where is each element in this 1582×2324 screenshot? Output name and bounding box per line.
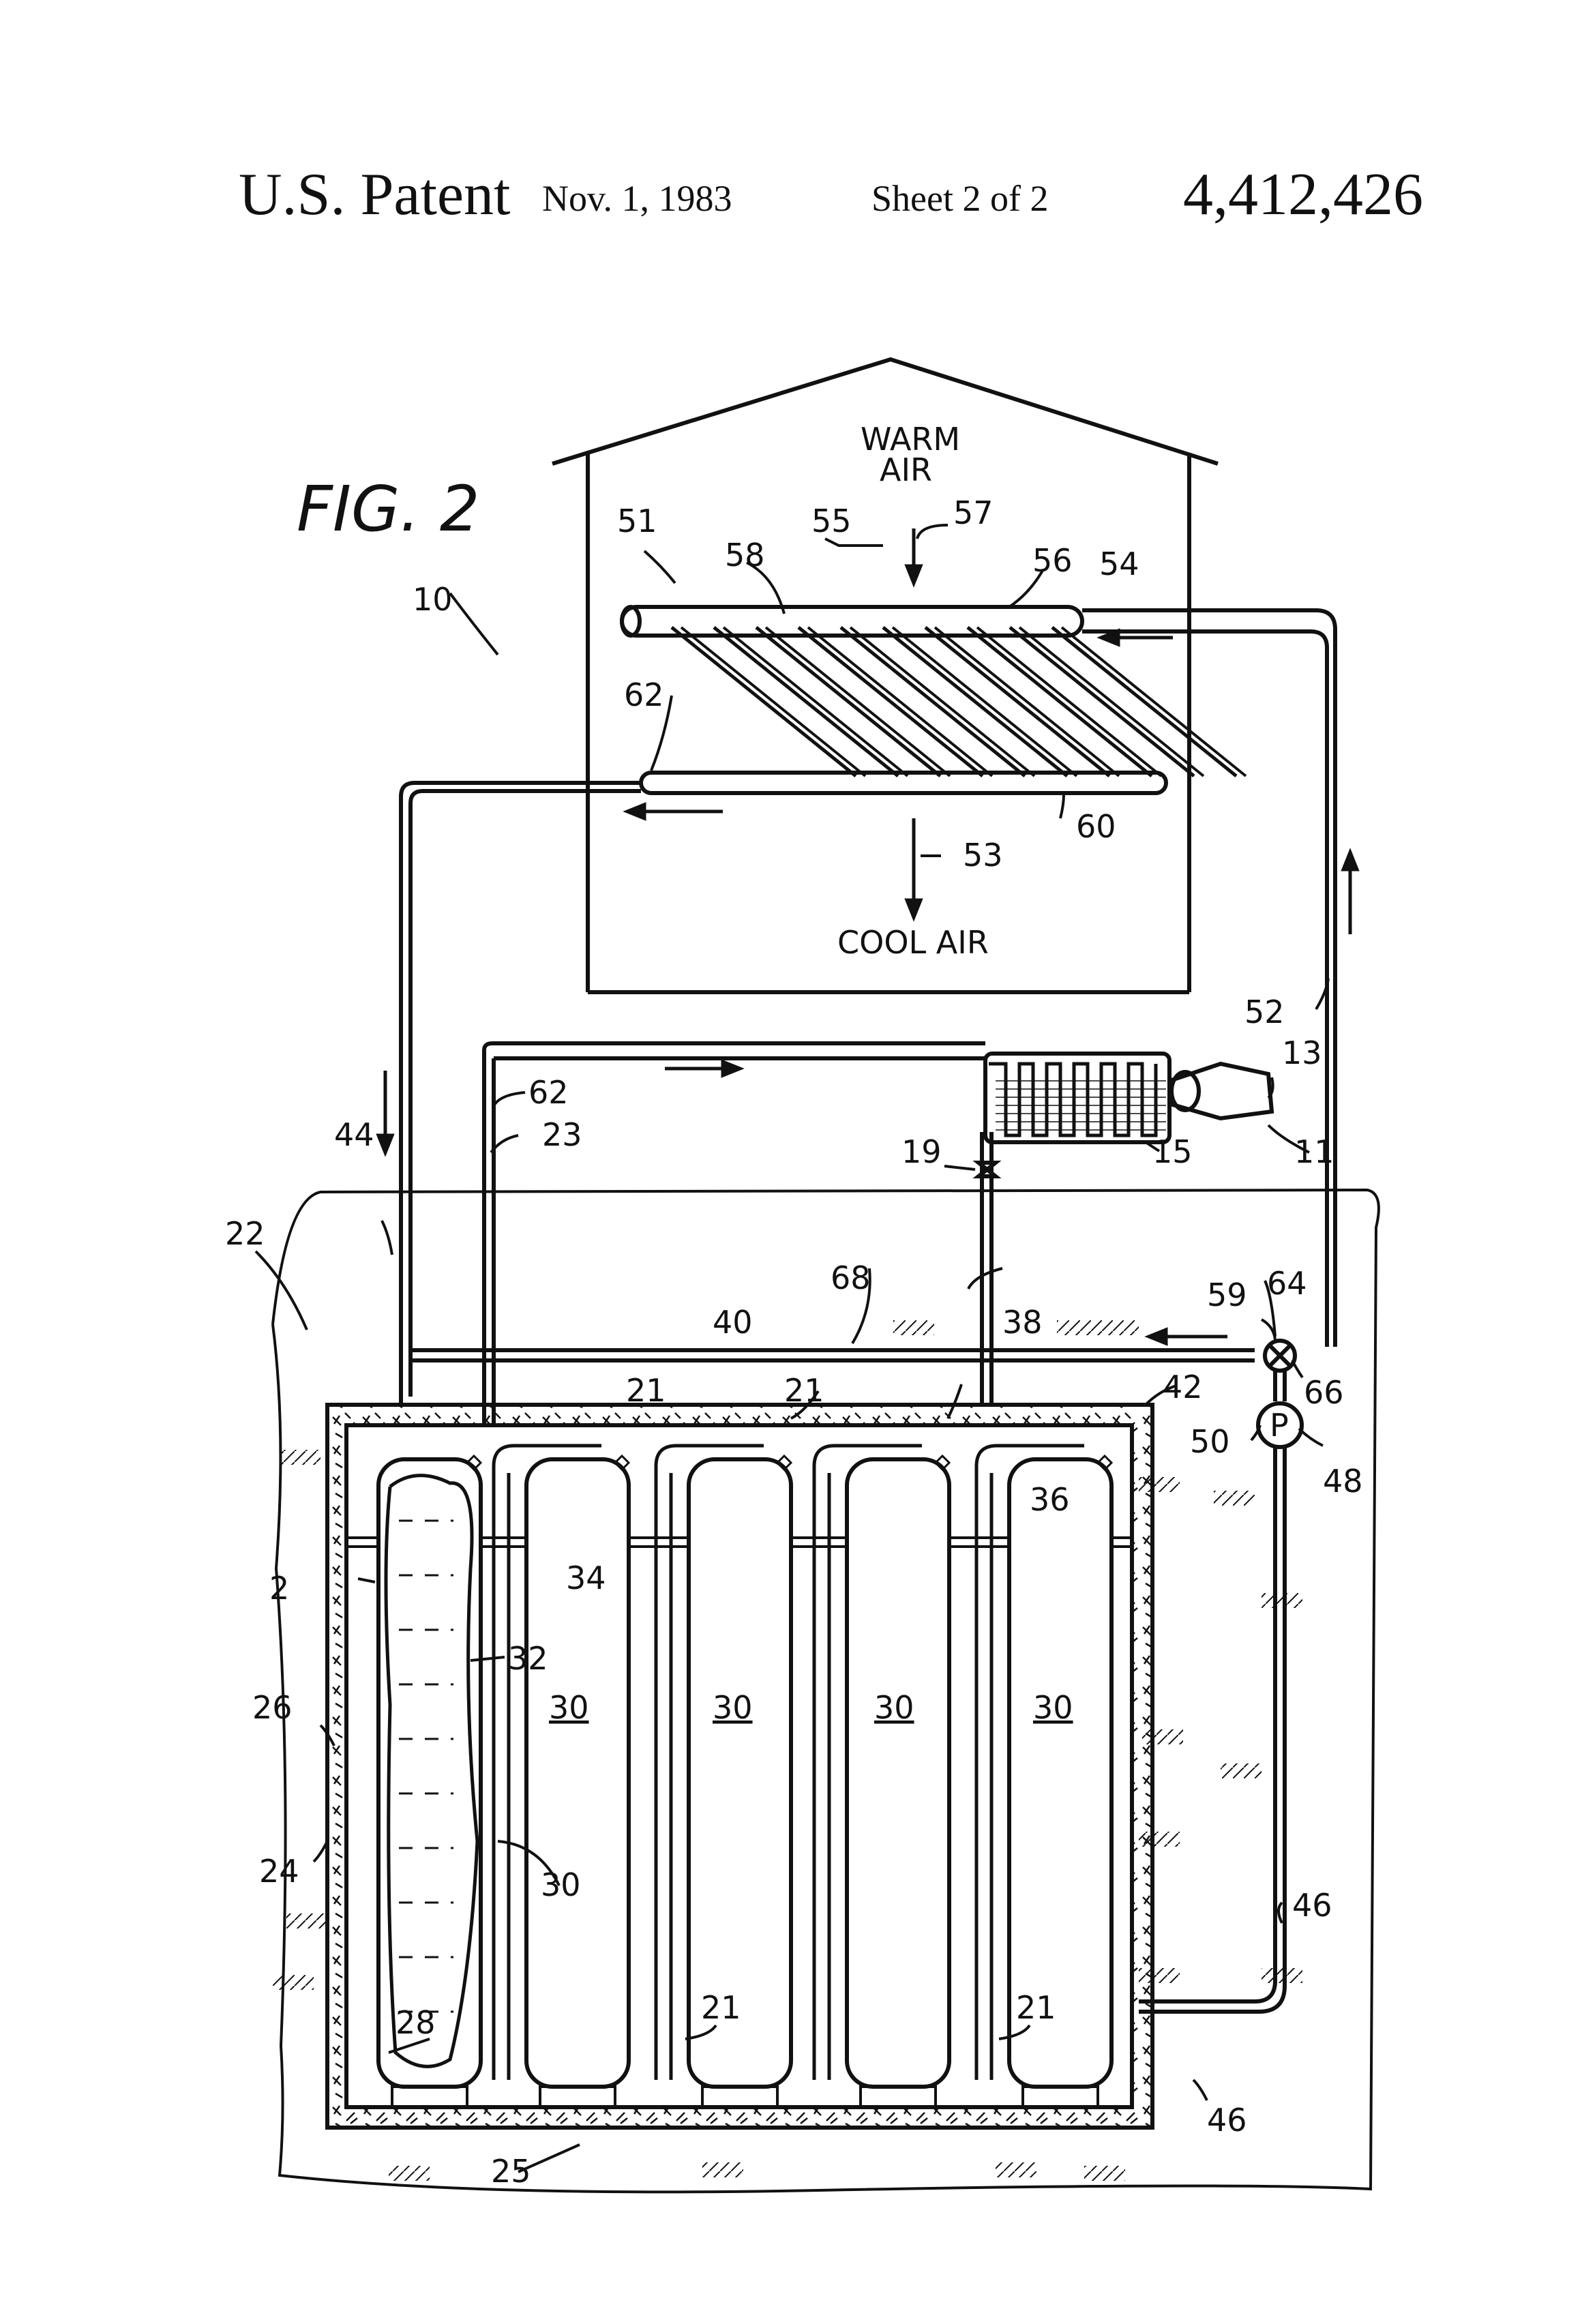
ref-21-bottom-a: 21 xyxy=(701,1989,741,2026)
ref-51: 51 xyxy=(617,503,657,539)
ref-26: 26 xyxy=(252,1689,293,1726)
ref-58: 58 xyxy=(725,537,765,573)
ref-46-right: 46 xyxy=(1292,1887,1332,1924)
ref-13: 13 xyxy=(1282,1034,1322,1071)
ref-21-bottom-b: 21 xyxy=(1016,1989,1056,2026)
evaporator-coil xyxy=(622,607,1246,793)
ref-40: 40 xyxy=(713,1304,753,1341)
ref-57: 57 xyxy=(953,494,994,531)
ref-30-b: 30 xyxy=(713,1689,753,1726)
refrigeration-unit xyxy=(985,1054,1272,1142)
label-cool-air: COOL AIR xyxy=(837,924,989,961)
figure-title: FIG. 2 xyxy=(297,473,479,546)
ref-15: 15 xyxy=(1152,1133,1193,1170)
ref-44: 44 xyxy=(334,1116,374,1153)
ref-55: 55 xyxy=(811,503,852,539)
ref-36: 36 xyxy=(1030,1481,1070,1518)
ref-30-d: 30 xyxy=(1033,1689,1073,1726)
ref-54: 54 xyxy=(1099,546,1139,582)
ref-46-bottom: 46 xyxy=(1207,2102,1247,2139)
ref-38: 38 xyxy=(1002,1304,1043,1341)
ref-10: 10 xyxy=(413,581,453,618)
ref-19: 19 xyxy=(901,1133,942,1170)
ref-64: 64 xyxy=(1267,1265,1307,1302)
ref-23: 23 xyxy=(542,1116,582,1153)
ref-2: 2 xyxy=(269,1570,289,1607)
ref-32: 32 xyxy=(508,1640,548,1677)
ref-24: 24 xyxy=(259,1853,299,1890)
ref-62-mid: 62 xyxy=(528,1074,569,1111)
label-warm-air-2: AIR xyxy=(880,451,932,488)
ref-52: 52 xyxy=(1244,994,1285,1030)
ref-66: 66 xyxy=(1304,1374,1344,1411)
ref-34: 34 xyxy=(566,1560,606,1596)
ref-30-e: 30 xyxy=(541,1866,581,1903)
ref-48: 48 xyxy=(1323,1463,1363,1500)
pump-label: P xyxy=(1270,1407,1289,1444)
ref-30-a: 30 xyxy=(549,1689,589,1726)
ref-21-top-a: 21 xyxy=(626,1372,666,1409)
ref-56: 56 xyxy=(1032,542,1073,579)
ref-42: 42 xyxy=(1163,1369,1203,1405)
ref-22: 22 xyxy=(225,1215,265,1252)
ref-30-c: 30 xyxy=(874,1689,914,1726)
ref-50: 50 xyxy=(1190,1423,1230,1460)
ref-62-top: 62 xyxy=(624,676,664,713)
ref-68: 68 xyxy=(831,1260,871,1296)
ref-25: 25 xyxy=(491,2153,531,2190)
ref-60: 60 xyxy=(1076,808,1116,845)
ref-11: 11 xyxy=(1294,1133,1334,1170)
ref-28: 28 xyxy=(395,2004,436,2041)
ref-21-top-b: 21 xyxy=(784,1372,824,1409)
ref-53: 53 xyxy=(963,837,1003,874)
ref-59: 59 xyxy=(1207,1277,1247,1313)
